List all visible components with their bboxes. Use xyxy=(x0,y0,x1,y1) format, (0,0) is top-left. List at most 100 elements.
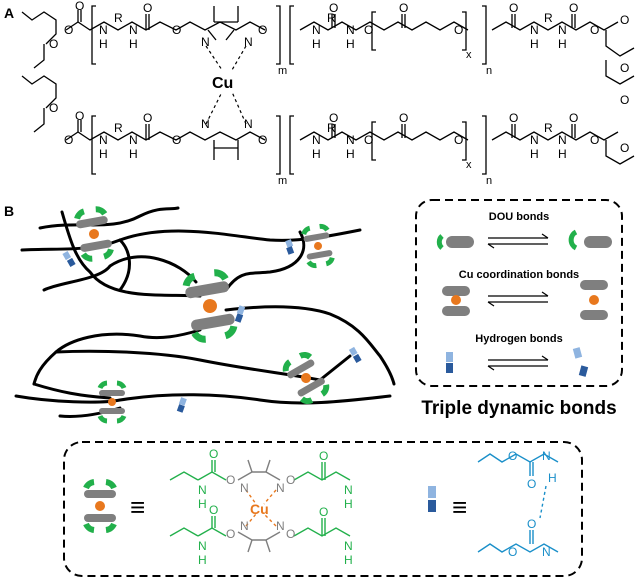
atom-r: R xyxy=(114,121,123,135)
cu-bond-right-icon xyxy=(580,280,608,320)
atom-n: N xyxy=(346,133,355,147)
atom-h: H xyxy=(548,471,557,485)
atom-n: N xyxy=(244,117,253,131)
hydrogen-bond-mark xyxy=(234,305,246,323)
atom-h: H xyxy=(530,147,539,161)
atom-o: O xyxy=(209,503,218,517)
atom-n: N xyxy=(530,133,539,147)
key-crosslink-node-icon xyxy=(83,479,117,533)
atom-n: N xyxy=(542,545,551,559)
equilibrium-arrows xyxy=(487,291,549,307)
atom-n: N xyxy=(344,483,353,497)
atom-o: O xyxy=(590,23,599,37)
atom-o: O xyxy=(172,133,181,147)
atom-o: O xyxy=(329,111,338,125)
atom-o: O xyxy=(364,23,373,37)
atom-n: N xyxy=(99,23,108,37)
atom-o: O xyxy=(226,527,235,541)
panel-b-label: B xyxy=(4,203,14,219)
atom-o: O xyxy=(49,101,58,115)
cu-crosslink-node xyxy=(74,206,114,262)
atom-h: H xyxy=(346,37,355,51)
hydrogen-bond-mark xyxy=(176,397,187,413)
atom-o: O xyxy=(286,527,295,541)
cu-bond-left-icon xyxy=(442,286,470,316)
atom-n: N xyxy=(558,133,567,147)
atom-n: N xyxy=(542,449,551,463)
atom-h: H xyxy=(344,553,353,567)
dou-bond-left-icon xyxy=(436,234,474,250)
atom-h: H xyxy=(312,147,321,161)
atom-r: R xyxy=(544,121,553,135)
equilibrium-arrows xyxy=(487,355,549,371)
atom-n: N xyxy=(99,133,108,147)
atom-o: O xyxy=(75,0,84,13)
subscript-n: n xyxy=(486,175,492,187)
atom-n: N xyxy=(201,35,210,49)
key-cu-label: Cu xyxy=(250,501,269,517)
atom-h: H xyxy=(346,147,355,161)
hbond-left-icon xyxy=(446,352,453,373)
atom-o: O xyxy=(620,93,629,107)
atom-n: N xyxy=(129,23,138,37)
hydrogen-bond-mark xyxy=(285,239,295,255)
cu-complex-coordination-lines xyxy=(245,489,277,527)
subscript-m: m xyxy=(278,175,287,187)
atom-n: N xyxy=(530,23,539,37)
cu-crosslink-node xyxy=(182,269,238,343)
atom-o: O xyxy=(143,1,152,15)
atom-o: O xyxy=(509,1,518,15)
atom-n: N xyxy=(312,23,321,37)
key-hbond-icon xyxy=(428,486,436,512)
atom-n: N xyxy=(198,483,207,497)
atom-o: O xyxy=(209,447,218,461)
atom-o: O xyxy=(258,23,267,37)
atom-o: O xyxy=(527,477,536,491)
atom-o: O xyxy=(399,1,408,15)
hydrogen-bond-mark xyxy=(62,251,76,267)
legend-hbond-label: Hydrogen bonds xyxy=(475,333,562,345)
atom-n: N xyxy=(244,35,253,49)
cu-crosslink-node xyxy=(97,380,127,424)
legend-dou-label: DOU bonds xyxy=(489,211,550,223)
atom-o: O xyxy=(172,23,181,37)
atom-h: H xyxy=(129,37,138,51)
atom-o: O xyxy=(509,111,518,125)
atom-o: O xyxy=(319,505,328,519)
equiv-sign: ≡ xyxy=(452,492,467,522)
atom-o: O xyxy=(329,1,338,15)
atom-n: N xyxy=(312,133,321,147)
atom-o: O xyxy=(527,517,536,531)
atom-o: O xyxy=(319,449,328,463)
atom-n: N xyxy=(344,539,353,553)
atom-n: N xyxy=(276,481,285,495)
atom-h: H xyxy=(198,497,207,511)
atom-o: O xyxy=(454,23,463,37)
hbond-dashed-line xyxy=(539,485,547,519)
atom-h: H xyxy=(312,37,321,51)
hbond-right-icon xyxy=(572,347,589,377)
subscript-m: m xyxy=(278,65,287,77)
atom-r: R xyxy=(544,11,553,25)
subscript-n: n xyxy=(486,65,492,77)
atom-o: O xyxy=(569,111,578,125)
atom-h: H xyxy=(129,147,138,161)
cu-crosslink-node xyxy=(282,351,330,405)
subscript-x: x xyxy=(466,159,472,171)
atom-o: O xyxy=(399,111,408,125)
equiv-sign: ≡ xyxy=(130,492,145,522)
cu-complex-structure xyxy=(169,459,351,553)
panel-a-label: A xyxy=(4,5,14,21)
atom-o: O xyxy=(64,133,73,147)
cu-coordination-lines-a xyxy=(205,45,247,125)
atom-o: O xyxy=(508,449,517,463)
atom-n: N xyxy=(240,481,249,495)
polymer-network xyxy=(14,206,396,418)
atom-o: O xyxy=(364,133,373,147)
dou-bond-right-icon xyxy=(568,229,612,251)
atom-n: N xyxy=(198,539,207,553)
panel-a-structure xyxy=(21,5,635,175)
hbond-urethane-structure xyxy=(477,453,559,553)
atom-o: O xyxy=(258,133,267,147)
